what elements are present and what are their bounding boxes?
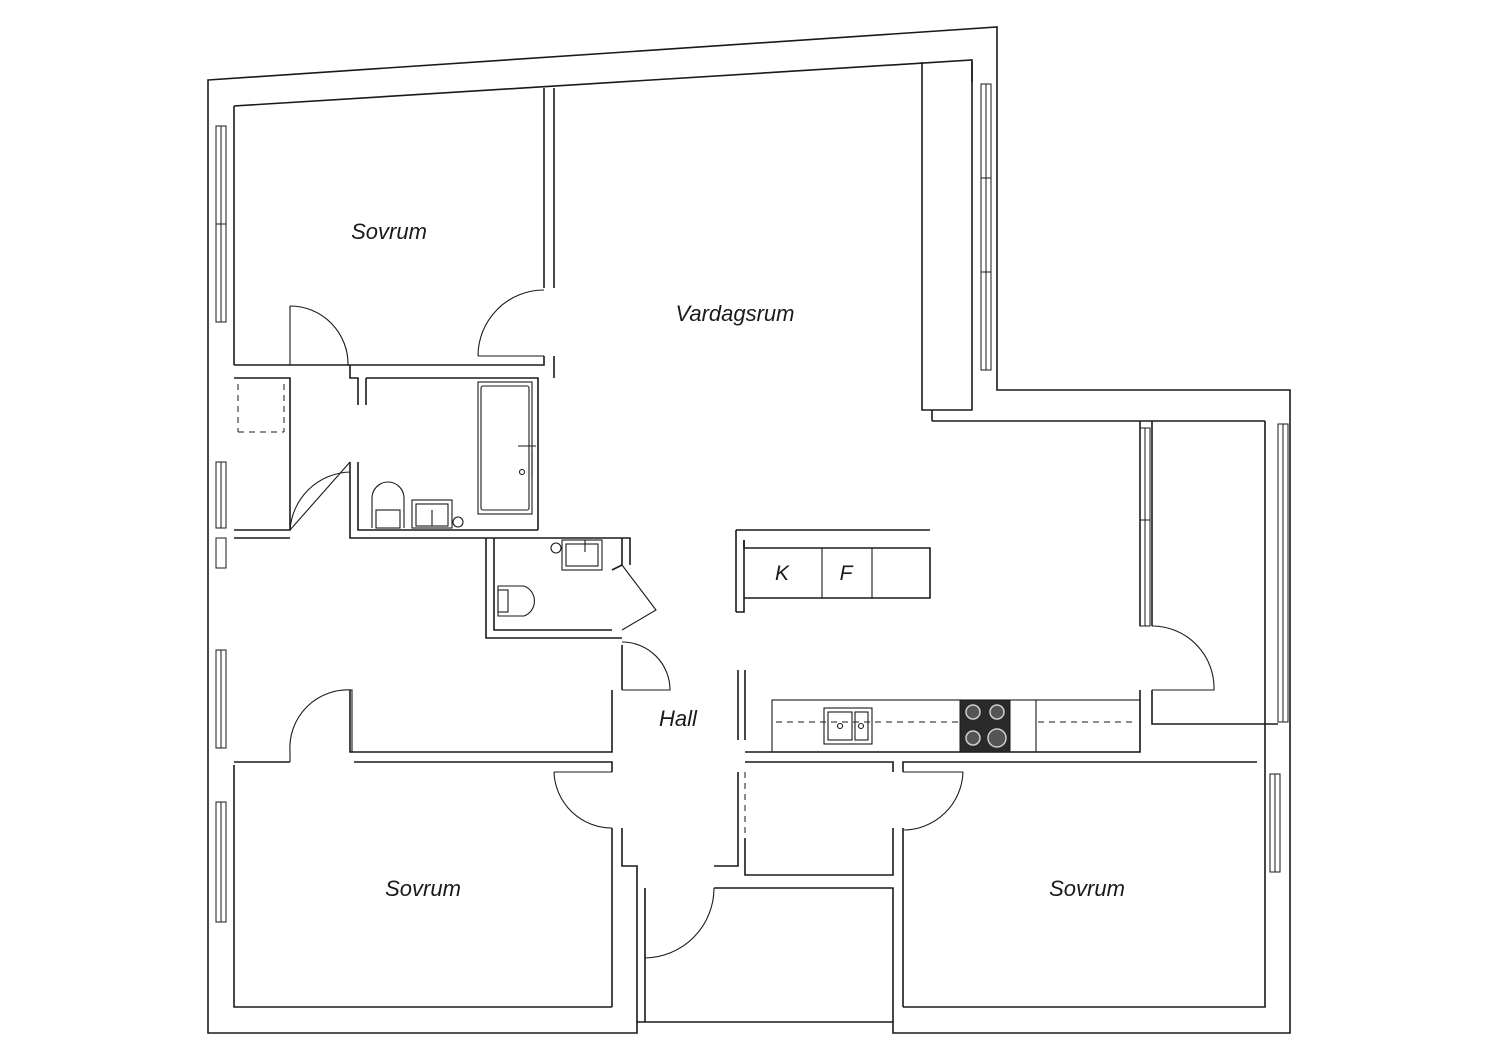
door-hall <box>621 641 671 691</box>
door-wc <box>621 564 657 631</box>
room-label-hall: Hall <box>659 706 698 731</box>
room-labels: Sovrum Vardagsrum Hall Sovrum Sovrum K F <box>351 219 1125 901</box>
kitchen-counter <box>771 699 1141 753</box>
door-room-left <box>289 689 353 762</box>
doors <box>289 289 1215 959</box>
sink-kitchen <box>823 707 873 745</box>
room-label-sovrum-se: Sovrum <box>1049 876 1125 901</box>
bathtub <box>477 381 533 515</box>
hob-stove <box>959 699 1011 753</box>
sink-wc <box>550 539 603 571</box>
toilet-wc <box>497 585 535 617</box>
toilet-bathroom <box>371 481 405 529</box>
appliance-label-f: F <box>840 562 854 585</box>
room-label-sovrum-nw: Sovrum <box>351 219 427 244</box>
window-west-3 <box>215 537 227 569</box>
windows <box>215 83 1289 923</box>
room-label-vardagsrum: Vardagsrum <box>675 301 794 326</box>
door-living-north <box>477 289 545 357</box>
appliance-label-k: K <box>775 562 790 585</box>
room-label-sovrum-sw: Sovrum <box>385 876 461 901</box>
outer-walls <box>207 26 1291 1034</box>
door-balcony <box>1151 625 1215 691</box>
door-entrance <box>644 887 715 959</box>
door-bathroom <box>289 461 351 531</box>
door-bedroom-se <box>902 771 964 831</box>
fixtures <box>371 381 1141 753</box>
sink-bathroom <box>411 499 464 529</box>
door-bedroom-sw <box>553 771 613 829</box>
door-bedroom-nw <box>289 305 349 366</box>
